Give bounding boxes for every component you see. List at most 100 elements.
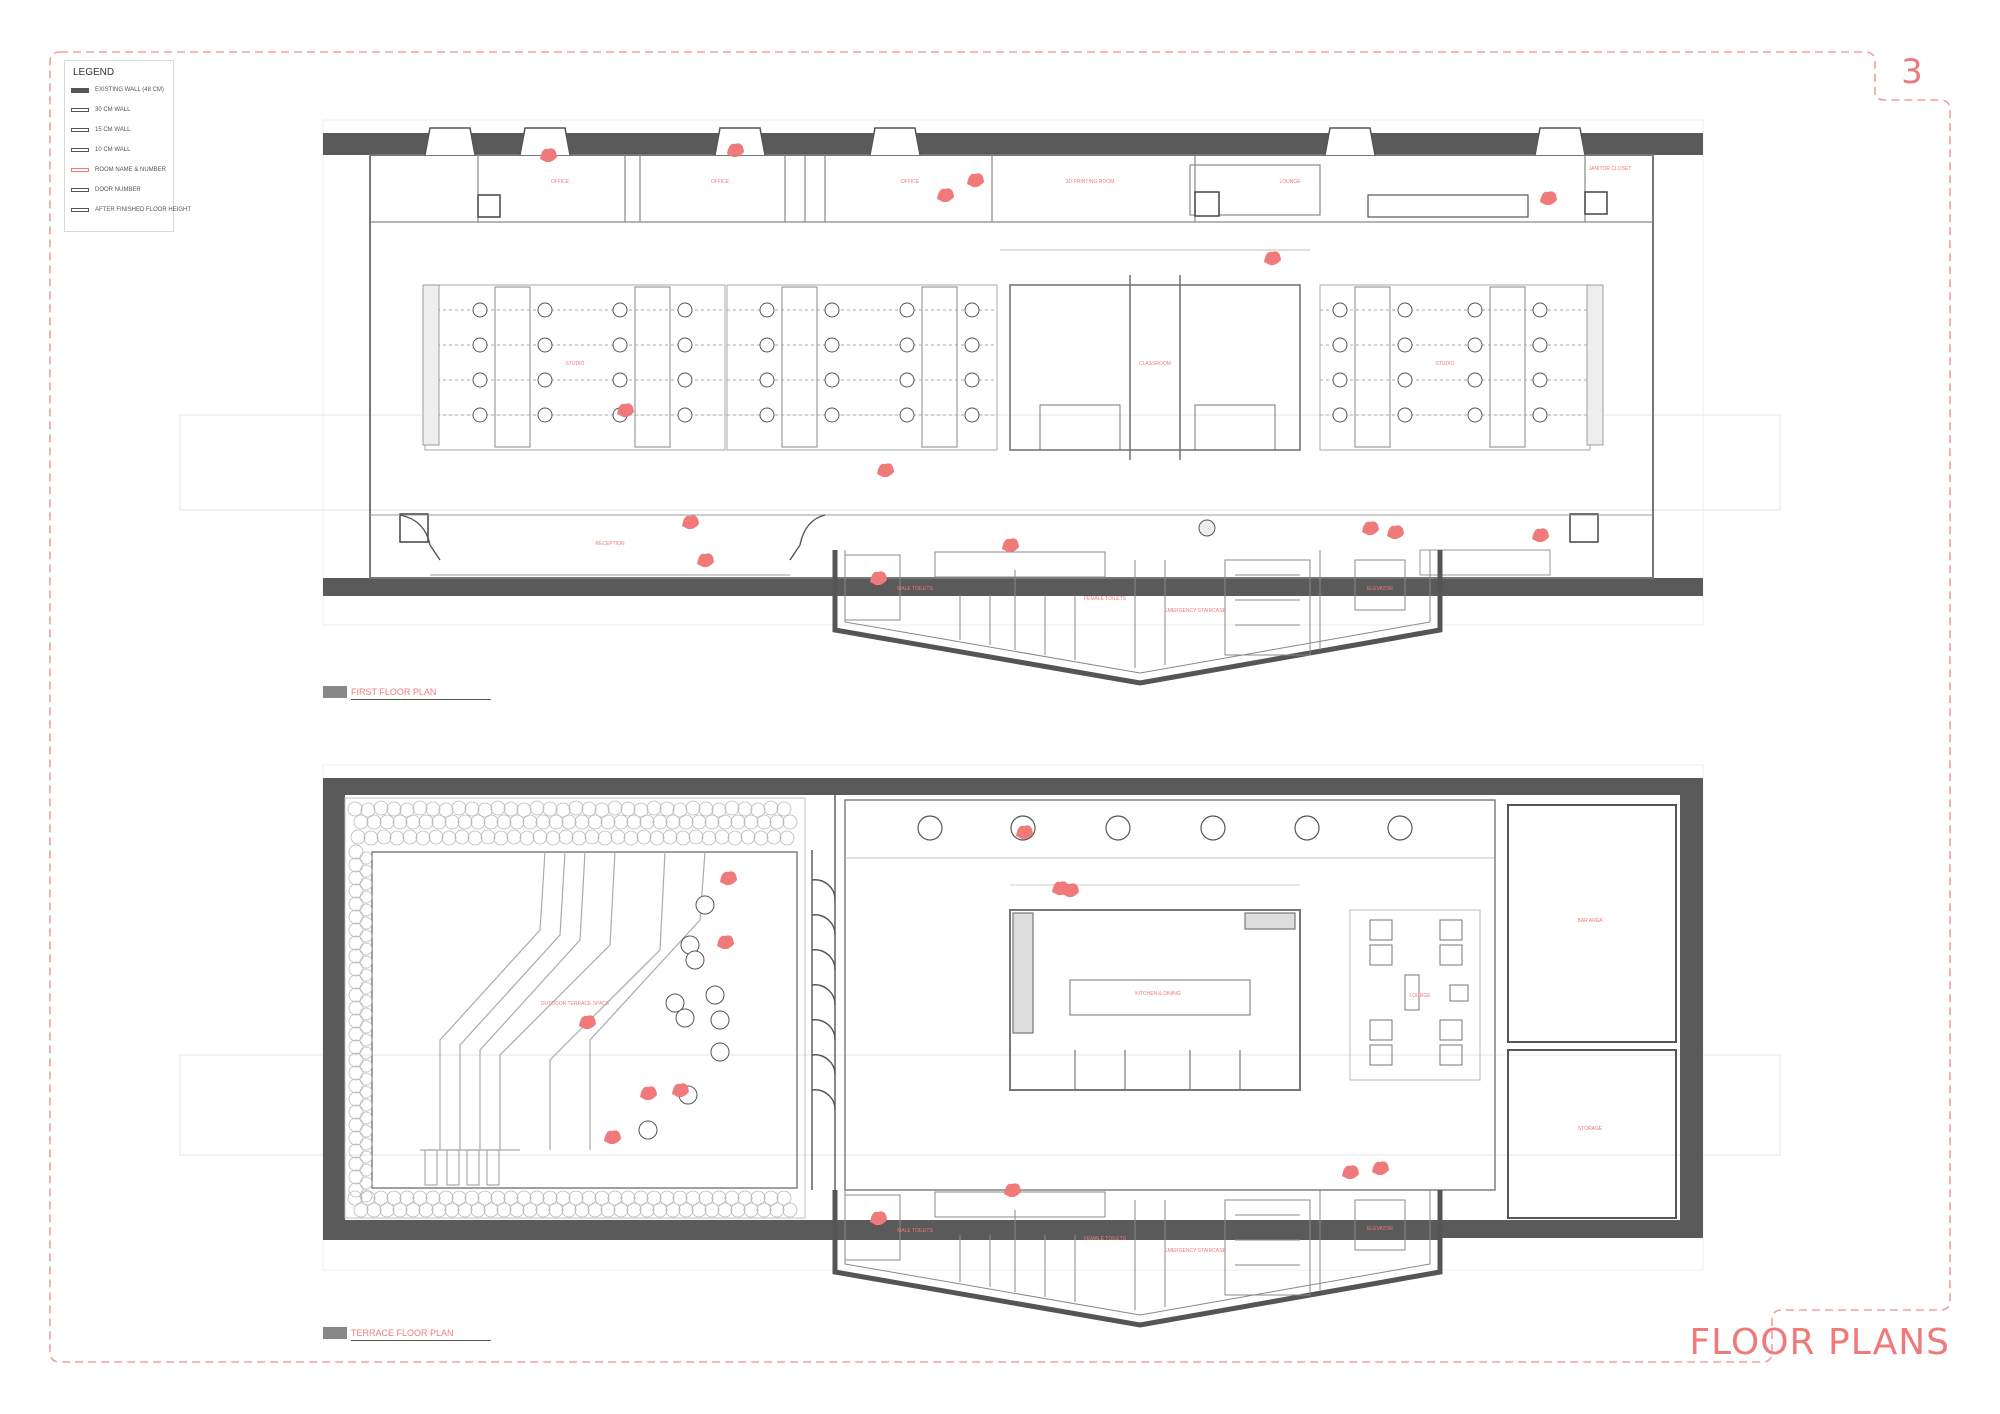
shrub [348, 1104, 364, 1120]
shrub [600, 1202, 616, 1218]
shrub [496, 814, 512, 830]
legend-symbol [71, 148, 89, 152]
sheet-border [49, 51, 1951, 1363]
person-figure [640, 1086, 657, 1101]
shrub [360, 802, 376, 818]
shrub [594, 1190, 610, 1206]
shrub [457, 814, 473, 830]
person-figure [717, 935, 734, 950]
person-figure [1016, 825, 1033, 840]
shrub [548, 814, 564, 830]
stools [638, 895, 730, 1140]
shrub [737, 801, 753, 817]
shrub [548, 1202, 564, 1218]
legend-label: DOOR NUMBER [95, 187, 141, 193]
room-label: 3D PRINTING ROOM [1066, 179, 1115, 185]
shrub [633, 802, 649, 818]
shrub [529, 1190, 545, 1206]
title-underline [351, 1340, 491, 1341]
site-context [179, 1054, 1781, 1156]
room-label: OUTDOOR TERRACE SPACE [541, 1001, 610, 1007]
classroom [1000, 249, 1310, 460]
shrub [348, 1078, 364, 1094]
shrub [620, 801, 636, 817]
sheet-number: 3 [1901, 52, 1923, 92]
shrub [519, 830, 535, 846]
shrub [373, 800, 389, 816]
shrub [584, 829, 600, 845]
person-figure [617, 403, 634, 418]
shrub [750, 802, 766, 818]
shrub [348, 935, 364, 951]
shrub [571, 830, 587, 846]
shrub [649, 830, 665, 846]
shrub [350, 829, 366, 845]
shrub [363, 830, 379, 846]
shrub [568, 800, 584, 816]
shrub [626, 814, 642, 830]
shrub [535, 814, 551, 830]
legend-item: 15 CM WALL [71, 127, 130, 133]
room-label: LOUNGE [1409, 993, 1431, 999]
shrub [587, 1202, 603, 1218]
shrub [672, 802, 688, 818]
shrub [724, 800, 740, 816]
shrub [457, 1202, 473, 1218]
shrub [359, 1124, 373, 1138]
planter-shrubs [347, 800, 798, 1218]
shrub [600, 814, 616, 830]
shrub [607, 800, 623, 816]
legend-label: EXISTING WALL (48 CM) [95, 87, 164, 93]
shrub [359, 1072, 373, 1086]
person-figure [1362, 521, 1379, 536]
room-label: STUDIO [1436, 361, 1455, 367]
people-figures [540, 143, 1557, 1226]
shrub [587, 814, 603, 830]
shrub [711, 1190, 727, 1206]
terrace-decking [420, 851, 706, 1186]
shrub [750, 1190, 766, 1206]
legend-symbol [71, 168, 89, 172]
shrub [431, 1202, 447, 1218]
legend-item: EXISTING WALL (48 CM) [71, 87, 164, 93]
person-figure [870, 571, 887, 586]
shrub [659, 801, 675, 817]
legend-item: AFTER FINISHED FLOOR HEIGHT [71, 207, 191, 213]
bar-stools [917, 815, 1413, 841]
legend-symbol [71, 188, 89, 192]
person-figure [937, 188, 954, 203]
shrub [348, 1065, 364, 1081]
person-figure [604, 1130, 621, 1145]
legend-label: 15 CM WALL [95, 127, 131, 133]
shrub [701, 830, 717, 846]
legend-label: ROOM NAME & NUMBER [95, 167, 167, 173]
title-underline [351, 699, 491, 700]
chairs [472, 302, 1548, 423]
shrub [348, 844, 364, 860]
shrub [359, 1137, 373, 1151]
room-label: RECEPTION [595, 541, 625, 547]
shrub [711, 802, 727, 818]
kitchen-block [1009, 884, 1301, 1091]
shrub [675, 830, 691, 846]
top-rooms [370, 155, 1653, 223]
shrub [766, 829, 782, 845]
shrub [405, 1202, 421, 1218]
shrub [545, 830, 561, 846]
room-label: FEMALE TOILETS [1084, 596, 1127, 602]
room-label: EMERGENCY STAIRCASE [1164, 608, 1226, 614]
shrub [522, 814, 538, 830]
room-label: OFFICE [551, 179, 570, 185]
shrub [568, 1190, 584, 1206]
shrub [620, 1190, 636, 1206]
shrub [359, 955, 373, 969]
shrub [509, 814, 525, 830]
legend-item: 30 CM WALL [71, 107, 130, 113]
shrub [610, 829, 626, 845]
shrub [359, 1098, 373, 1112]
service-core-terrace [832, 1190, 1443, 1328]
shrub [688, 829, 704, 845]
shrub [359, 1176, 373, 1190]
shrub [399, 1190, 415, 1206]
